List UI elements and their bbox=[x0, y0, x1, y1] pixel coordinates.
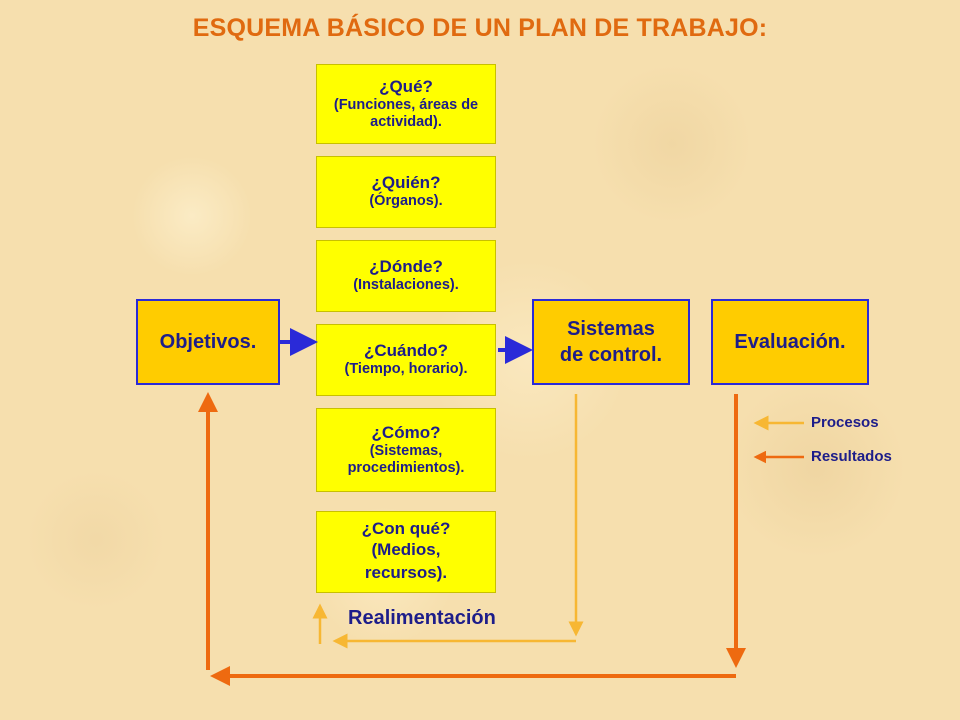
question-box-quien: ¿Quién? (Órganos). bbox=[316, 156, 496, 228]
legend-procesos-label: Procesos bbox=[811, 414, 879, 431]
question-detail: (Instalaciones). bbox=[353, 277, 459, 294]
question-box-cuando: ¿Cuándo? (Tiempo, horario). bbox=[316, 324, 496, 396]
objetivos-label: Objetivos. bbox=[159, 331, 257, 353]
question-label: ¿Qué? bbox=[379, 76, 433, 96]
question-label: ¿Con qué? bbox=[361, 519, 451, 539]
legend-resultados-label: Resultados bbox=[811, 448, 892, 465]
feedback-label: Realimentación bbox=[348, 607, 496, 629]
question-detail: (Medios, recursos). bbox=[364, 540, 448, 583]
question-box-donde: ¿Dónde? (Instalaciones). bbox=[316, 240, 496, 312]
question-label: ¿Cuándo? bbox=[363, 341, 449, 361]
question-box-como: ¿Cómo? (Sistemas, procedimientos). bbox=[316, 408, 496, 492]
question-label: ¿Quién? bbox=[371, 173, 441, 193]
objetivos-box: Objetivos. bbox=[136, 299, 280, 385]
question-box-que: ¿Qué? (Funciones, áreas de actividad). bbox=[316, 64, 496, 144]
page-title: ESQUEMA BÁSICO DE UN PLAN DE TRABAJO: bbox=[192, 14, 768, 42]
sistemas-label-line1: Sistemas bbox=[567, 318, 655, 340]
sistemas-control-box: Sistemas de control. bbox=[532, 299, 690, 385]
question-detail: (Sistemas, procedimientos). bbox=[347, 442, 465, 477]
question-detail: (Tiempo, horario). bbox=[344, 361, 468, 378]
question-label: ¿Cómo? bbox=[371, 422, 441, 442]
question-detail: (Órganos). bbox=[369, 193, 443, 210]
sistemas-label-line2: de control. bbox=[559, 344, 663, 366]
question-detail: (Funciones, áreas de actividad). bbox=[333, 96, 479, 131]
question-box-con-que: ¿Con qué? (Medios, recursos). bbox=[316, 511, 496, 593]
evaluacion-label: Evaluación. bbox=[734, 331, 846, 353]
evaluacion-box: Evaluación. bbox=[711, 299, 869, 385]
question-label: ¿Dónde? bbox=[369, 257, 443, 277]
